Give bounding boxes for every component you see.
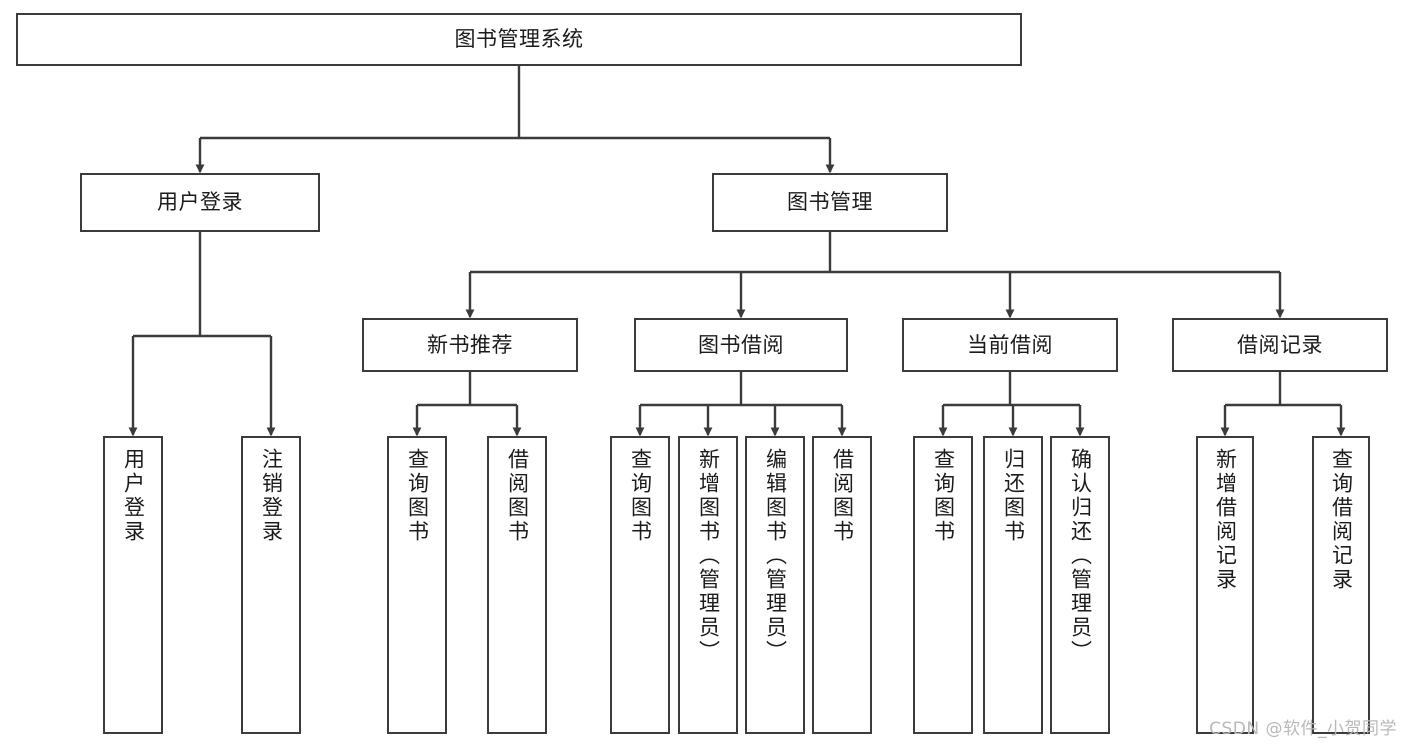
node-label-user-login: 用户登录 [157,190,243,215]
node-leaf-add-book[interactable]: 新增图书（管理员） [678,436,738,734]
node-leaf-q-book-1[interactable]: 查询图书 [387,436,447,734]
node-label-leaf-q-book-3: 查询图书 [931,448,956,544]
node-label-book-borrow: 图书借阅 [698,332,784,357]
node-new-book-rec[interactable]: 新书推荐 [362,318,578,372]
node-label-current-borrow: 当前借阅 [967,332,1053,357]
node-current-borrow[interactable]: 当前借阅 [902,318,1118,372]
node-label-leaf-add-rec: 新增借阅记录 [1213,448,1238,592]
node-label-new-book-rec: 新书推荐 [427,332,513,357]
node-leaf-return[interactable]: 归还图书 [983,436,1043,734]
node-leaf-logout[interactable]: 注销登录 [241,436,301,734]
node-label-leaf-edit-book: 编辑图书（管理员） [763,448,788,664]
node-label-root: 图书管理系统 [454,27,584,52]
node-label-leaf-return: 归还图书 [1001,448,1026,544]
node-user-login[interactable]: 用户登录 [80,173,320,232]
node-label-leaf-q-rec: 查询借阅记录 [1329,448,1354,592]
node-label-leaf-borrow-1: 借阅图书 [505,448,530,544]
node-leaf-conf-ret[interactable]: 确认归还（管理员） [1050,436,1110,734]
node-borrow-record[interactable]: 借阅记录 [1172,318,1388,372]
node-label-leaf-q-book-1: 查询图书 [405,448,430,544]
node-leaf-q-book-3[interactable]: 查询图书 [913,436,973,734]
node-leaf-edit-book[interactable]: 编辑图书（管理员） [745,436,805,734]
node-leaf-user-login[interactable]: 用户登录 [103,436,163,734]
node-leaf-borrow-2[interactable]: 借阅图书 [812,436,872,734]
node-label-leaf-add-book: 新增图书（管理员） [696,448,721,664]
node-label-leaf-q-book-2: 查询图书 [628,448,653,544]
node-leaf-borrow-1[interactable]: 借阅图书 [487,436,547,734]
node-book-borrow[interactable]: 图书借阅 [634,318,848,372]
node-leaf-q-rec[interactable]: 查询借阅记录 [1312,436,1370,734]
node-label-leaf-conf-ret: 确认归还（管理员） [1068,448,1093,664]
node-root[interactable]: 图书管理系统 [16,13,1022,66]
node-label-leaf-borrow-2: 借阅图书 [830,448,855,544]
node-label-borrow-record: 借阅记录 [1237,332,1323,357]
node-leaf-add-rec[interactable]: 新增借阅记录 [1196,436,1254,734]
node-book-manage[interactable]: 图书管理 [712,173,948,232]
node-label-leaf-user-login: 用户登录 [121,448,146,544]
node-leaf-q-book-2[interactable]: 查询图书 [610,436,670,734]
node-label-book-manage: 图书管理 [787,190,873,215]
node-label-leaf-logout: 注销登录 [259,448,284,544]
